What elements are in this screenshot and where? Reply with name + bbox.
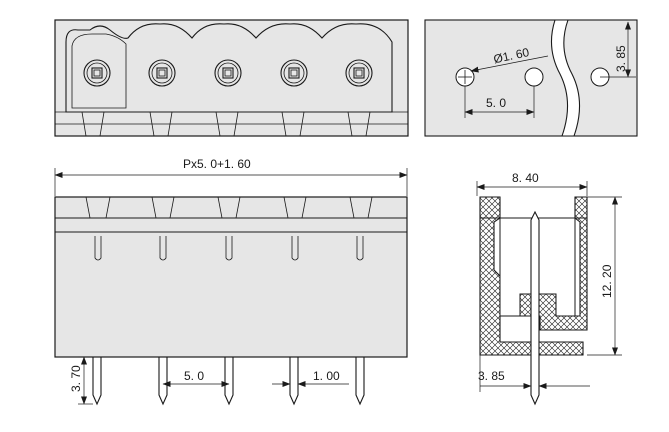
dim-pin-length: 3. 70 bbox=[69, 365, 83, 392]
dim-hole-pitch: 5. 0 bbox=[486, 96, 506, 110]
top-view-contour bbox=[65, 23, 393, 113]
screw-head bbox=[345, 59, 373, 87]
dim-side-width: 8. 40 bbox=[512, 171, 539, 185]
hole bbox=[524, 67, 544, 87]
dim-overall-length: Px5. 0+1. 60 bbox=[183, 157, 251, 171]
dim-edge-offset: 3. 85 bbox=[614, 45, 628, 72]
dim-pin-width: 1. 00 bbox=[313, 369, 340, 383]
screw-heads bbox=[83, 59, 373, 87]
dim-side-height: 12. 20 bbox=[600, 264, 614, 298]
front-view-body bbox=[54, 196, 408, 358]
side-view: 8. 40 12. 20 3. 85 bbox=[476, 171, 622, 406]
break-line bbox=[550, 19, 581, 137]
screw-head bbox=[214, 59, 242, 87]
top-view-slots bbox=[81, 111, 371, 137]
screw-head bbox=[148, 59, 176, 87]
dim-pin-offset: 3. 85 bbox=[478, 369, 505, 383]
hole-detail: Ø1. 60 5. 0 3. 85 bbox=[424, 19, 638, 137]
front-view-slots bbox=[85, 196, 373, 219]
screw-head bbox=[280, 59, 308, 87]
side-pin bbox=[530, 210, 540, 406]
top-view bbox=[54, 19, 409, 137]
top-view-inner-contour bbox=[71, 33, 127, 109]
screw-head bbox=[83, 59, 111, 87]
front-view: Px5. 0+1. 60 bbox=[54, 157, 408, 406]
dim-pin-pitch: 5. 0 bbox=[184, 369, 204, 383]
internal-pins bbox=[94, 236, 364, 261]
